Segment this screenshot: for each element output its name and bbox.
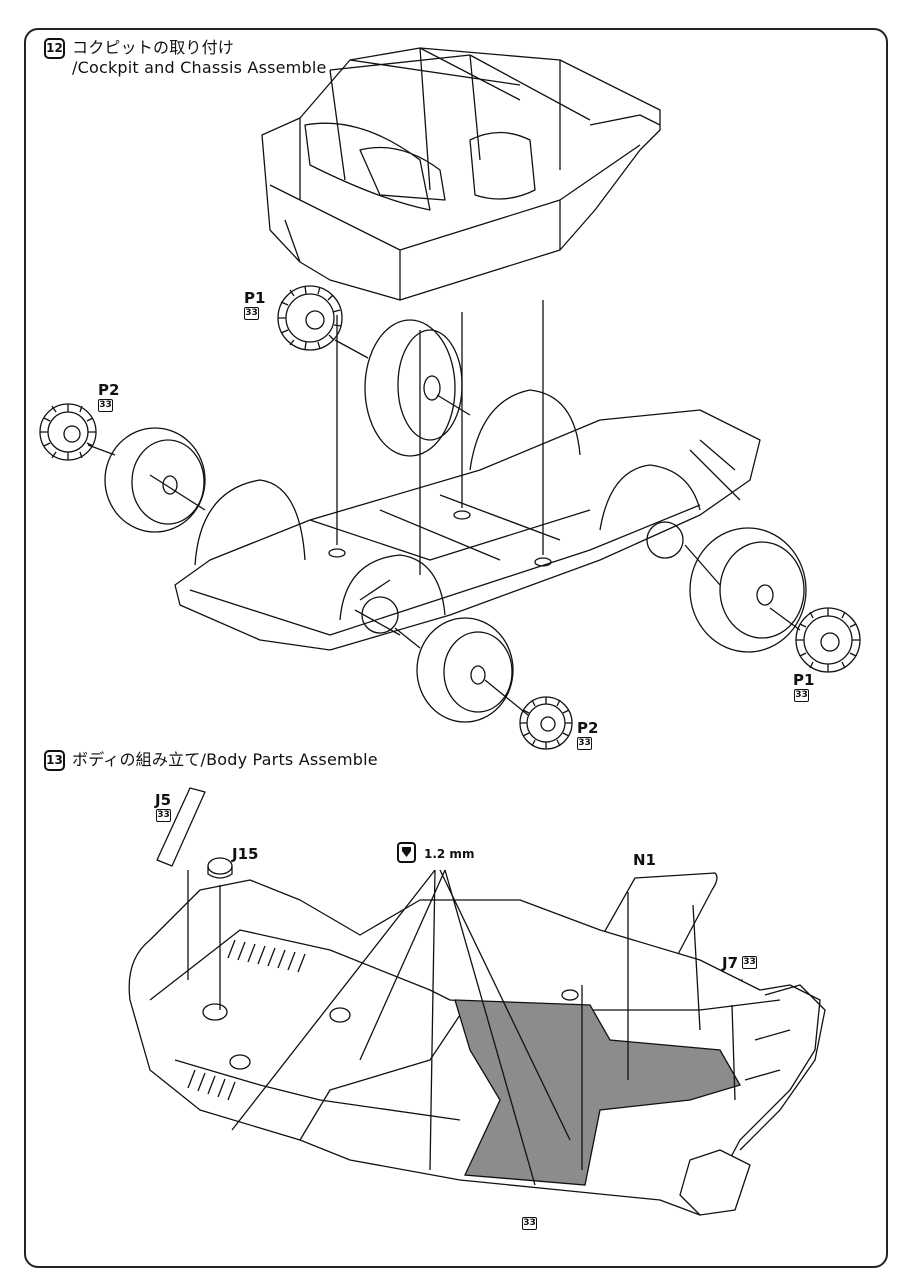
part-j5-tag: 33 bbox=[156, 809, 171, 822]
part-n1-label: N1 bbox=[633, 851, 656, 869]
part-p1-label-right: P1 bbox=[793, 671, 815, 689]
drill-icon bbox=[397, 842, 416, 863]
part-p2-label-bottom: P2 bbox=[577, 719, 599, 737]
part-p2-label-left: P2 bbox=[98, 381, 120, 399]
step-13-number: 13 bbox=[44, 750, 65, 771]
step-12-number: 12 bbox=[44, 38, 65, 59]
page-frame bbox=[24, 28, 888, 1268]
drill-size-label: 1.2 mm bbox=[424, 847, 475, 861]
step-13-title: ボディの組み立て/Body Parts Assemble bbox=[72, 750, 378, 769]
part-p2-tag-bottom: 33 bbox=[577, 737, 592, 750]
step-12-title-jp: コクピットの取り付け bbox=[72, 38, 235, 57]
part-p1-tag-top: 33 bbox=[244, 307, 259, 320]
part-j15-label: J15 bbox=[232, 845, 259, 863]
part-j7-label: J7 bbox=[722, 954, 739, 972]
part-p1-label-top: P1 bbox=[244, 289, 266, 307]
part-p1-tag-right: 33 bbox=[794, 689, 809, 702]
step-12-title-en: /Cockpit and Chassis Assemble bbox=[72, 58, 327, 77]
part-j7-tag: 33 bbox=[742, 956, 757, 969]
part-p2-tag-left: 33 bbox=[98, 399, 113, 412]
floor-panel-tag: 33 bbox=[522, 1217, 537, 1230]
part-j5-label: J5 bbox=[155, 791, 172, 809]
